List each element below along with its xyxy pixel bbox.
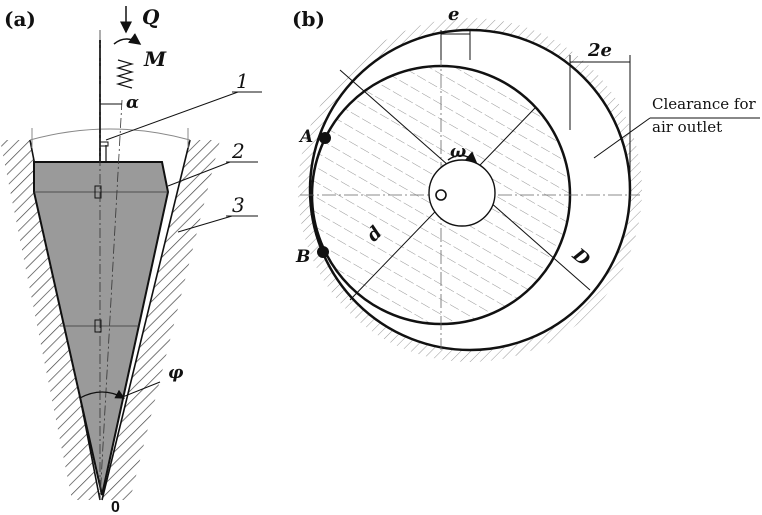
- right-wall-hatch: [101, 139, 220, 501]
- spring-icon: [115, 59, 135, 89]
- tilt-angle-label: α: [126, 93, 139, 113]
- eccentricity-label: e: [448, 4, 459, 25]
- panel-a-label: (a): [4, 7, 36, 31]
- rotation-label: ω: [450, 142, 466, 162]
- cone-angle-label: φ: [168, 363, 184, 383]
- apex-label: 0: [111, 499, 120, 515]
- panel-b-label: (b): [292, 7, 325, 31]
- clearance-note-line1: Clearance for: [652, 95, 756, 113]
- rotation-arrow: [447, 151, 478, 163]
- part-3-label: 3: [232, 193, 245, 217]
- part-1-label: 1: [236, 69, 249, 93]
- shaft-circle: [428, 159, 496, 227]
- panel-a: (a) Q M: [0, 5, 262, 515]
- contact-point-b: [317, 246, 329, 258]
- force-q-label: Q: [142, 5, 160, 29]
- contact-point-a-label: A: [298, 127, 313, 147]
- panel-b: (b) e 2e d D ω A: [292, 4, 760, 362]
- clearance-note-line2: air outlet: [652, 118, 722, 136]
- moment-arrow: [113, 33, 142, 45]
- contact-point-b-label: B: [295, 247, 310, 267]
- contact-point-a: [319, 132, 331, 144]
- moment-m-label: M: [143, 47, 167, 71]
- double-eccentricity-label: 2e: [587, 40, 612, 61]
- center-mark: [435, 189, 447, 201]
- part-2-label: 2: [231, 139, 245, 163]
